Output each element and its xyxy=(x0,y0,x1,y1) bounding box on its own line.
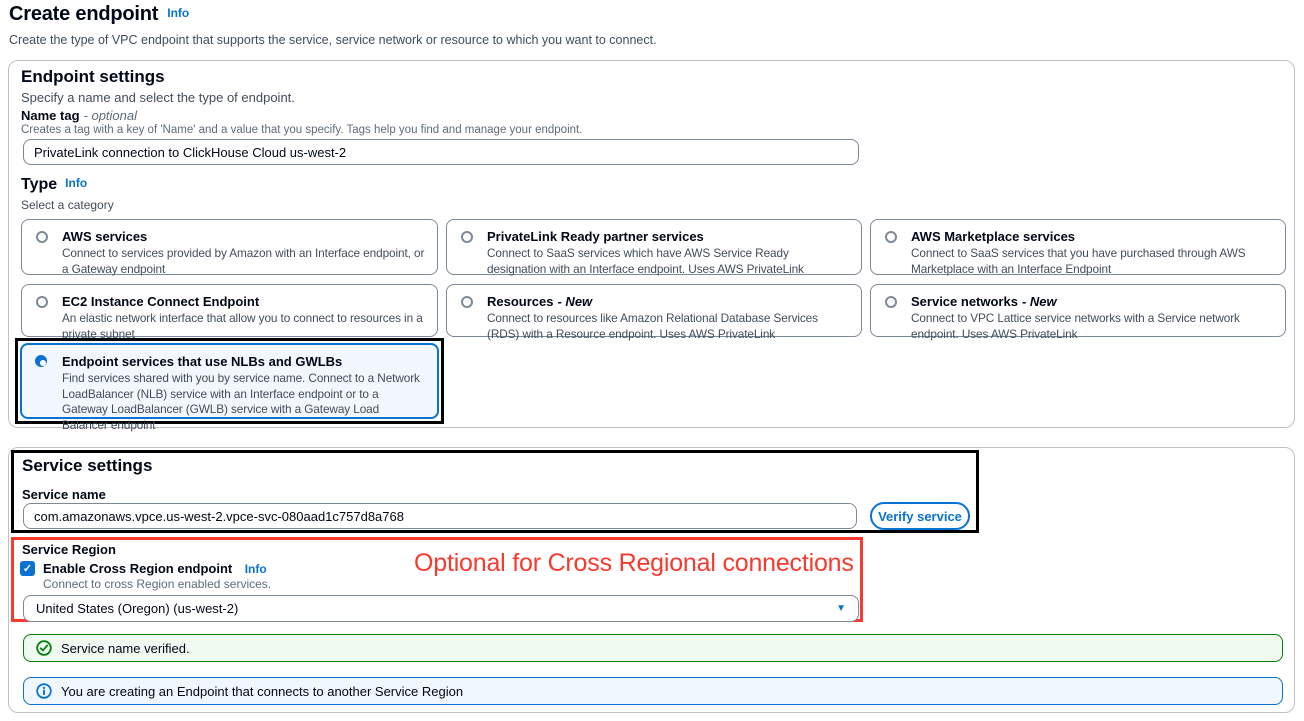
type-heading: Type xyxy=(21,176,57,193)
type-heading-row: Type Info xyxy=(21,176,87,194)
check-circle-icon xyxy=(36,640,52,656)
tile-aws-marketplace-services[interactable]: AWS Marketplace services Connect to SaaS… xyxy=(870,219,1286,275)
chevron-down-icon: ▼ xyxy=(836,603,846,614)
info-banner-text: You are creating an Endpoint that connec… xyxy=(61,684,463,699)
endpoint-settings-card: Endpoint settings Specify a name and sel… xyxy=(8,60,1295,428)
tile-ec2-instance-connect-endpoint[interactable]: EC2 Instance Connect Endpoint An elastic… xyxy=(21,284,438,337)
type-info-link[interactable]: Info xyxy=(65,176,87,190)
tile-privatelink-ready-partner-services[interactable]: PrivateLink Ready partner services Conne… xyxy=(446,219,862,275)
tile-resources[interactable]: Resources- New Connect to resources like… xyxy=(446,284,862,337)
tile-description: Connect to SaaS services that you have p… xyxy=(911,246,1275,277)
tile-title: AWS services xyxy=(62,229,147,244)
success-banner: Service name verified. xyxy=(23,634,1283,662)
name-tag-label: Name tag xyxy=(21,108,80,123)
annotation-box-service-settings: Service settings Service name Verify ser… xyxy=(11,450,979,533)
success-banner-text: Service name verified. xyxy=(61,641,190,656)
radio-icon xyxy=(461,231,473,243)
info-icon xyxy=(36,683,52,699)
radio-icon xyxy=(461,296,473,308)
tile-description: Find services shared with you by service… xyxy=(62,371,427,433)
tile-endpoint-services-nlb-gwlb[interactable]: Endpoint services that use NLBs and GWLB… xyxy=(20,343,439,419)
tile-aws-services[interactable]: AWS services Connect to services provide… xyxy=(21,219,438,275)
name-tag-optional: - optional xyxy=(84,108,137,123)
region-select[interactable]: United States (Oregon) (us-west-2) ▼ xyxy=(23,595,859,622)
radio-selected-icon xyxy=(35,355,47,367)
annotation-text-cross-regional: Optional for Cross Regional connections xyxy=(414,549,854,578)
cross-region-info-link[interactable]: Info xyxy=(245,562,267,576)
tile-description: Connect to SaaS services which have AWS … xyxy=(487,246,851,277)
page-title: Create endpoint xyxy=(9,3,158,25)
name-tag-input[interactable] xyxy=(23,139,859,165)
tile-title-suffix: - New xyxy=(557,294,592,309)
service-name-label: Service name xyxy=(22,487,106,502)
endpoint-settings-heading: Endpoint settings xyxy=(21,67,165,87)
service-region-label: Service Region xyxy=(22,542,116,557)
annotation-box-selected-type: Endpoint services that use NLBs and GWLB… xyxy=(15,338,444,424)
tile-service-networks[interactable]: Service networks- New Connect to VPC Lat… xyxy=(870,284,1286,337)
type-description: Select a category xyxy=(21,198,114,212)
verify-service-button[interactable]: Verify service xyxy=(870,502,970,530)
tile-title: PrivateLink Ready partner services xyxy=(487,229,704,244)
tile-description: Connect to services provided by Amazon w… xyxy=(62,246,427,277)
service-name-input[interactable] xyxy=(23,503,857,529)
cross-region-checkbox-label: Enable Cross Region endpoint xyxy=(43,561,232,576)
tile-description: Connect to VPC Lattice service networks … xyxy=(911,311,1275,342)
tile-title: Service networks xyxy=(911,294,1018,309)
tile-title: Resources xyxy=(487,294,553,309)
service-settings-heading: Service settings xyxy=(22,456,152,476)
name-tag-hint: Creates a tag with a key of 'Name' and a… xyxy=(21,124,582,136)
service-settings-card: Service settings Service name Verify ser… xyxy=(8,447,1295,713)
page-header: Create endpoint Info Create the type of V… xyxy=(9,3,657,47)
radio-icon xyxy=(885,296,897,308)
name-tag-label-row: Name tag - optional xyxy=(21,107,137,125)
radio-icon xyxy=(36,296,48,308)
cross-region-hint: Connect to cross Region enabled services… xyxy=(43,577,271,591)
page-subtitle: Create the type of VPC endpoint that sup… xyxy=(9,33,657,47)
tile-title: AWS Marketplace services xyxy=(911,229,1075,244)
cross-region-checkbox[interactable]: ✓ xyxy=(20,561,35,576)
region-select-value: United States (Oregon) (us-west-2) xyxy=(36,601,238,616)
tile-title: Endpoint services that use NLBs and GWLB… xyxy=(62,354,342,369)
radio-icon xyxy=(885,231,897,243)
page-title-info-link[interactable]: Info xyxy=(167,6,189,20)
tile-description: Connect to resources like Amazon Relatio… xyxy=(487,311,851,342)
tile-title-suffix: - New xyxy=(1022,294,1057,309)
tile-title: EC2 Instance Connect Endpoint xyxy=(62,294,259,309)
info-banner: You are creating an Endpoint that connec… xyxy=(23,677,1283,705)
radio-icon xyxy=(36,231,48,243)
endpoint-settings-description: Specify a name and select the type of en… xyxy=(21,90,295,105)
